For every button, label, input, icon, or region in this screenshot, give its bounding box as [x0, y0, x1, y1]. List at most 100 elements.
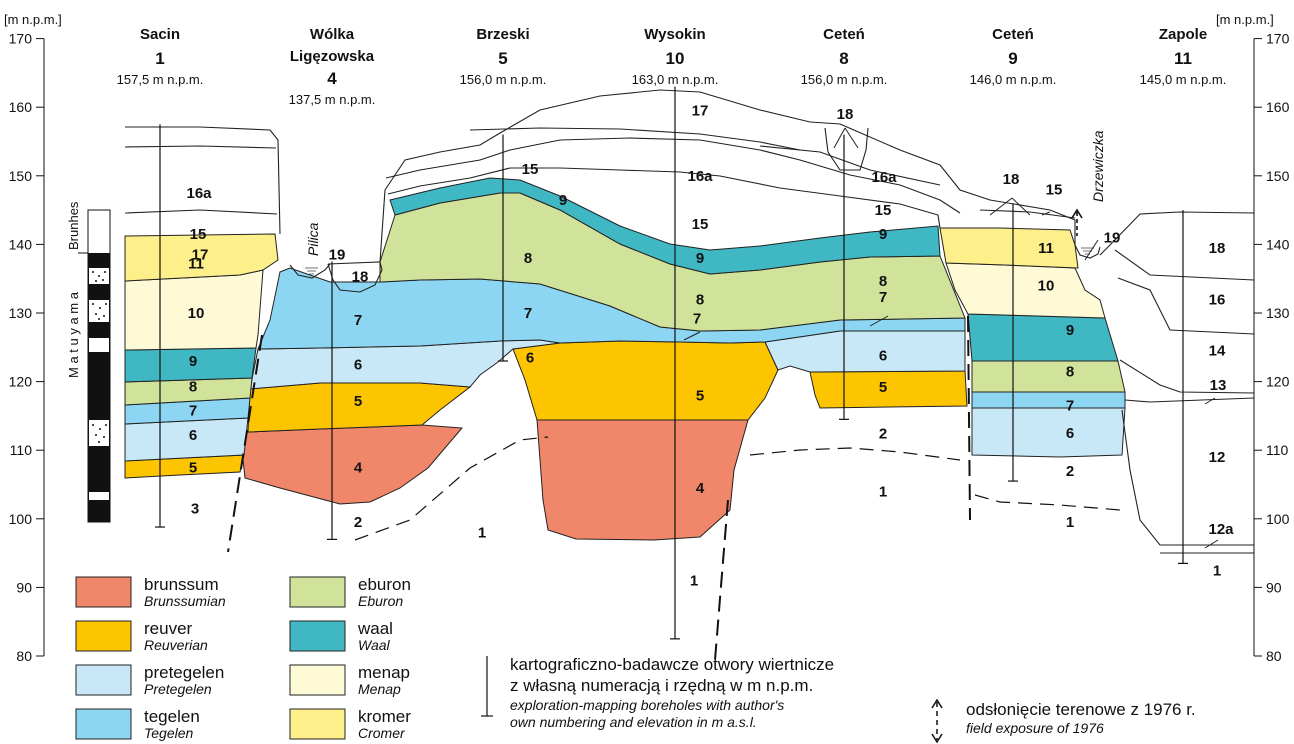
borehole-name: Sacin — [140, 26, 180, 43]
river-label-pilica: Pilica — [305, 222, 321, 256]
layer-label: 11 — [1038, 240, 1054, 257]
polarity-reversed — [88, 253, 110, 522]
borehole-elevation: 137,5 m n.p.m. — [289, 92, 376, 107]
layer-label: 1 — [879, 483, 887, 500]
layer-label: 1 — [478, 525, 486, 542]
polarity-normal-5 — [89, 492, 109, 500]
axis-tick-label: 160 — [9, 99, 33, 115]
boundary-left-16a — [125, 210, 277, 214]
axis-tick-label: 100 — [1266, 511, 1290, 527]
layer-label: 2 — [354, 514, 362, 531]
legend-label-pl: reuver — [144, 619, 193, 638]
axis-tick-label: 80 — [1266, 648, 1282, 664]
legend-label-en: Reuverian — [144, 637, 208, 653]
borehole-legend-line3: exploration-mapping boreholes with autho… — [510, 697, 784, 713]
layer-label: 9 — [189, 353, 197, 370]
layer-label: 6 — [354, 356, 362, 373]
layer-label: 6 — [189, 427, 197, 444]
exposure-legend-line1: odsłonięcie terenowe z 1976 r. — [966, 700, 1196, 719]
axis-tick-label: 130 — [1266, 305, 1290, 321]
layer-label: 14 — [1209, 343, 1226, 360]
axis-unit-left: [m n.p.m.] — [4, 12, 62, 27]
layer-6-pretegelen-left — [125, 418, 248, 461]
layer-label: 12 — [1209, 449, 1226, 466]
layer-fills — [125, 178, 1125, 540]
layer-label: 9 — [1066, 322, 1074, 339]
fault-right — [968, 316, 970, 520]
exposure-legend-symbol — [932, 700, 942, 742]
axis-tick-label: 170 — [9, 31, 33, 47]
layer-label: 17 — [692, 103, 709, 120]
layer-label: 7 — [1066, 398, 1074, 415]
borehole-number: 5 — [498, 49, 507, 68]
layer-label: 8 — [189, 378, 197, 395]
legend-swatch — [290, 621, 345, 651]
axis-tick-label: 90 — [1266, 579, 1282, 595]
borehole-number: 1 — [155, 49, 164, 68]
legend-label-en: Pretegelen — [144, 681, 212, 697]
layer-label: 11 — [188, 256, 204, 273]
borehole-legend-line4: own numbering and elevation in m a.s.l. — [510, 714, 757, 730]
axis-unit-right: [m n.p.m.] — [1216, 12, 1274, 27]
layer-label: 12a — [1208, 521, 1234, 538]
layer-label: 9 — [879, 226, 887, 243]
axis-tick-label: 150 — [1266, 168, 1290, 184]
layer-label: 10 — [1038, 278, 1055, 295]
channel-18-center — [825, 128, 868, 170]
axis-tick-label: 90 — [16, 579, 32, 595]
layer-label: 10 — [188, 305, 205, 322]
boundary-right-16 — [1118, 278, 1254, 334]
surface-right — [1100, 212, 1254, 255]
borehole-elevation: 146,0 m n.p.m. — [970, 72, 1057, 87]
layer-label: 4 — [696, 480, 705, 497]
layer-label: 1 — [1213, 562, 1221, 579]
layer-label: 15 — [1046, 182, 1063, 199]
layer-4-brunssum-center — [537, 420, 748, 540]
axis-tick-label: 150 — [9, 168, 33, 184]
legend-label-pl: menap — [358, 663, 410, 682]
layer-label: 18 — [1209, 240, 1226, 257]
layer-label: 15 — [190, 226, 207, 243]
axis-tick-label: 110 — [10, 442, 33, 458]
legend-swatch — [76, 621, 131, 651]
layer-label: 16a — [871, 169, 897, 186]
legend-label-en: Brunssumian — [144, 593, 226, 609]
axis-tick-label: 140 — [1266, 236, 1290, 252]
layer-label: 5 — [189, 459, 197, 476]
layer-label: 7 — [693, 310, 701, 327]
borehole-name: Wysokin — [644, 26, 705, 43]
layer-label: 19 — [329, 247, 346, 264]
exposure-legend: odsłonięcie terenowe z 1976 r. field exp… — [932, 700, 1196, 742]
surface-line — [125, 127, 280, 234]
borehole-elevation: 156,0 m n.p.m. — [460, 72, 547, 87]
layer-label: 19 — [1104, 230, 1121, 247]
layer-label: 6 — [879, 348, 887, 365]
borehole-number: 11 — [1174, 49, 1192, 68]
boundary-center-3 — [470, 128, 800, 150]
legend-label-en: Waal — [358, 637, 391, 653]
layer-label: 1 — [1066, 514, 1074, 531]
borehole-name: Ceteń — [992, 26, 1034, 43]
layer-label: 7 — [354, 312, 362, 329]
layer-label: 18 — [1003, 171, 1020, 188]
axis-tick-label: 100 — [9, 511, 33, 527]
layer-label: 7 — [879, 289, 887, 306]
axis-tick-label: 160 — [1266, 99, 1290, 115]
layer-label: 16 — [1209, 291, 1226, 308]
axis-tick-label: 80 — [16, 648, 32, 664]
borehole-elevation: 156,0 m n.p.m. — [801, 72, 888, 87]
borehole-number: 8 — [839, 49, 848, 68]
borehole-elevation: 157,5 m n.p.m. — [117, 72, 204, 87]
layer-9-waal-far — [968, 314, 1118, 361]
layer-label: 5 — [354, 393, 362, 410]
borehole-number: 4 — [327, 69, 337, 88]
borehole-name: Zapole — [1159, 26, 1207, 43]
boundary-left-17 — [125, 146, 276, 148]
boundary-center-4 — [760, 146, 940, 185]
layer-5-reuver-center — [513, 341, 778, 420]
layer-5-reuver-right — [810, 371, 967, 408]
layer-label: 8 — [879, 273, 887, 290]
layer-6-pretegelen-far — [972, 408, 1125, 457]
stratigraphy-legend: brunssumBrunssumianreuverReuverianpreteg… — [76, 575, 411, 741]
legend-label-pl: eburon — [358, 575, 411, 594]
